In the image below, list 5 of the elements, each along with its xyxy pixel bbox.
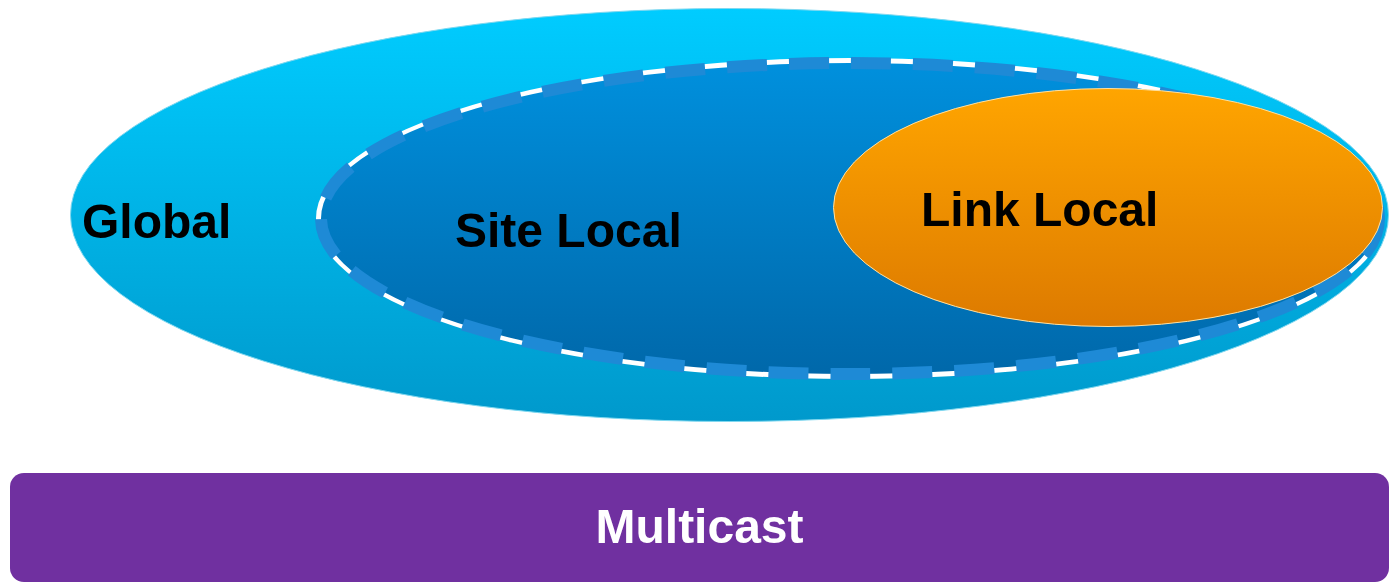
scope-label: Link Local bbox=[921, 186, 1159, 234]
multicast-bar bbox=[10, 473, 1389, 582]
bar-label: Multicast bbox=[594, 503, 805, 551]
scope-label: Global bbox=[82, 198, 232, 246]
scope-label: Site Local bbox=[455, 207, 682, 255]
